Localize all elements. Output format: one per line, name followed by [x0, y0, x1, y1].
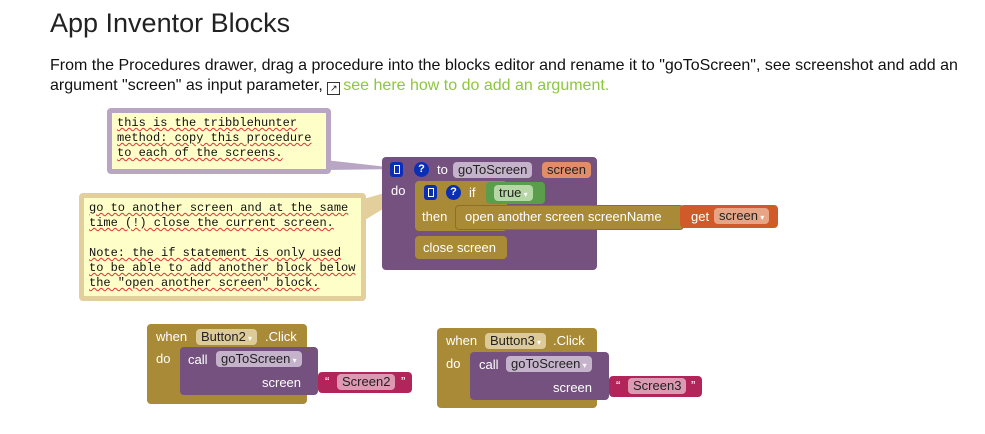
text-value[interactable]: Screen2 — [337, 374, 396, 390]
add-argument-link[interactable]: see here how to do add an argument. — [343, 77, 610, 94]
page-title: App Inventor Blocks — [50, 8, 291, 38]
comment-if-note[interactable]: go to another screen and at the same tim… — [79, 193, 366, 301]
component-dropdown[interactable]: Button2 — [196, 329, 258, 345]
external-link-icon: ↗ — [327, 82, 341, 95]
close-screen-block[interactable] — [415, 236, 507, 259]
get-variable-dropdown[interactable]: screen — [714, 208, 770, 224]
true-dropdown[interactable]: true — [494, 185, 533, 201]
procedure-dropdown[interactable]: goToScreen — [506, 356, 592, 372]
component-dropdown[interactable]: Button3 — [485, 333, 547, 349]
comment-icon[interactable]: ? — [446, 185, 461, 200]
mutator-icon[interactable] — [390, 162, 403, 177]
procedure-dropdown[interactable]: goToScreen — [216, 351, 302, 367]
param-screen[interactable]: screen — [542, 162, 592, 178]
mutator-icon[interactable] — [424, 185, 437, 200]
text-value[interactable]: Screen3 — [628, 378, 687, 394]
comment-icon[interactable]: ? — [414, 162, 429, 177]
comment-tribblehunter[interactable]: this is the tribblehunter method: copy t… — [107, 108, 331, 174]
open-another-screen-block[interactable] — [455, 205, 684, 230]
procedure-name-field[interactable]: goToScreen — [453, 162, 533, 178]
intro-paragraph: From the Procedures drawer, drag a proce… — [50, 57, 958, 95]
